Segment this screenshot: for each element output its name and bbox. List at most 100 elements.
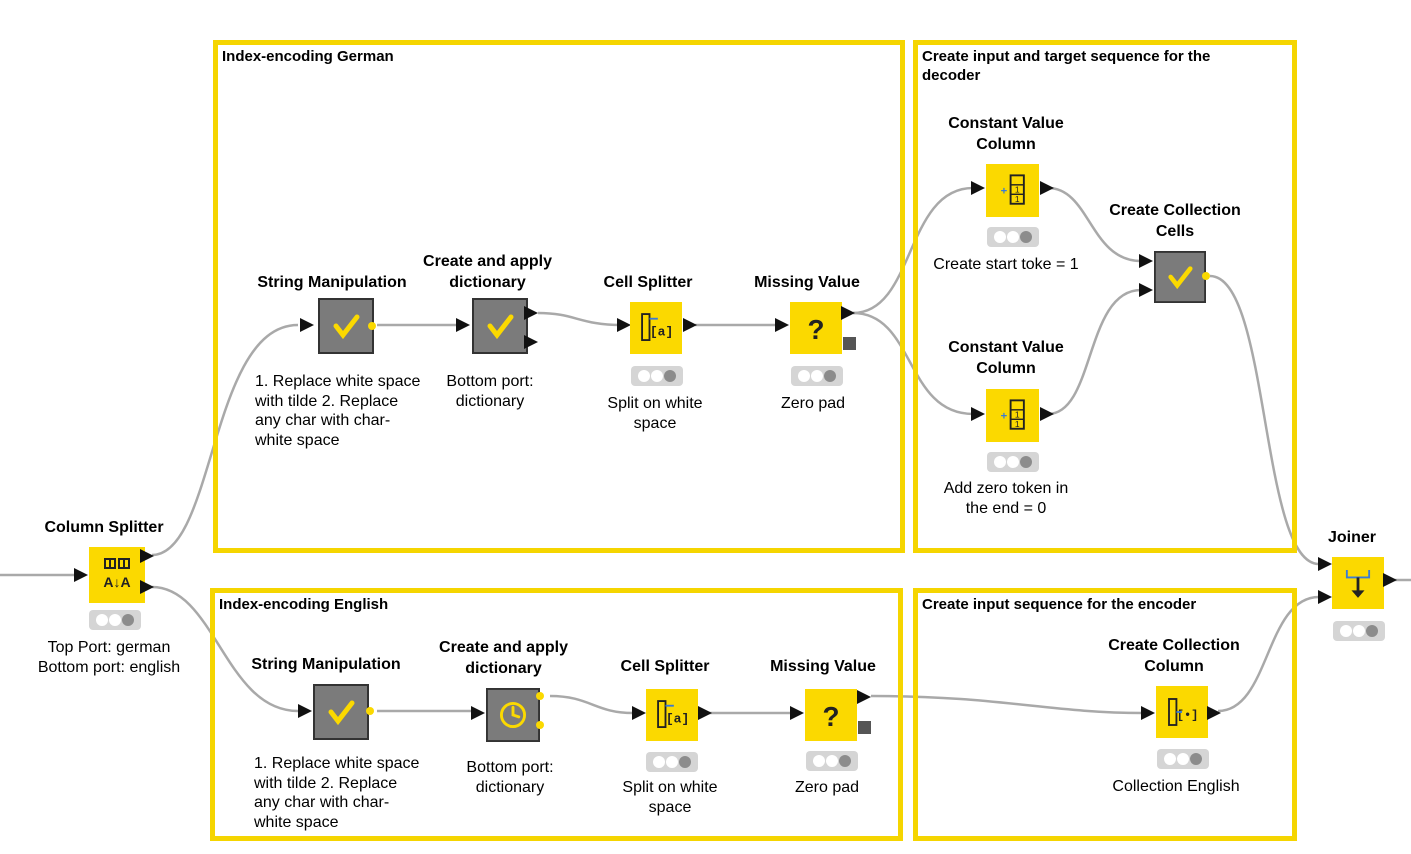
status-traffic-light bbox=[1333, 621, 1385, 641]
checkmark-icon[interactable] bbox=[313, 684, 369, 740]
checkmark-icon[interactable] bbox=[472, 298, 528, 354]
input-port[interactable] bbox=[971, 181, 985, 195]
annotation-title: Index-encoding German bbox=[222, 48, 394, 65]
input-port[interactable] bbox=[456, 318, 470, 332]
svg-text:[a]: [a] bbox=[666, 711, 689, 726]
svg-text:?: ? bbox=[822, 701, 839, 732]
annotation-decoder: Create input and target sequence for the… bbox=[913, 40, 1297, 553]
connection-collection-to-joiner bbox=[1209, 274, 1320, 566]
output-port[interactable] bbox=[365, 706, 375, 716]
constant-column-icon[interactable]: 1 1 + bbox=[986, 389, 1039, 442]
output-port[interactable] bbox=[535, 691, 545, 701]
node-label-collection-column: Collection English bbox=[1112, 778, 1240, 795]
output-port[interactable] bbox=[535, 720, 545, 730]
node-title-dictionary-de: Create and apply dictionary bbox=[423, 253, 552, 291]
output-port[interactable] bbox=[524, 306, 538, 320]
node-label-column-splitter: Top Port: german Bottom port: english bbox=[37, 639, 181, 676]
input-port[interactable] bbox=[1318, 590, 1332, 604]
svg-text:A↓A: A↓A bbox=[103, 574, 130, 590]
status-traffic-light bbox=[646, 752, 698, 772]
svg-text:?: ? bbox=[807, 314, 824, 345]
svg-text:[a]: [a] bbox=[650, 324, 673, 339]
status-traffic-light bbox=[987, 452, 1039, 472]
status-traffic-light bbox=[1157, 749, 1209, 769]
status-traffic-light bbox=[89, 610, 141, 630]
clock-icon[interactable] bbox=[486, 688, 540, 742]
node-label-string-manipulation-de: 1. Replace white space with tilde 2. Rep… bbox=[255, 373, 421, 449]
svg-text:+: + bbox=[1001, 410, 1008, 422]
checkmark-icon[interactable] bbox=[1154, 251, 1206, 303]
node-label-missing-value-de: Zero pad bbox=[780, 395, 846, 412]
connection-missing-de-to-const-zero bbox=[852, 311, 974, 416]
node-title-column-splitter: Column Splitter bbox=[44, 519, 164, 536]
input-port[interactable] bbox=[617, 318, 631, 332]
model-port[interactable] bbox=[843, 337, 856, 350]
question-mark-icon[interactable]: ? bbox=[805, 689, 857, 741]
node-label-cell-splitter-en: Split on white space bbox=[622, 779, 718, 816]
annotation-german: Index-encoding German bbox=[213, 40, 905, 553]
node-title-joiner: Joiner bbox=[1327, 529, 1376, 546]
input-port[interactable] bbox=[74, 568, 88, 582]
input-port[interactable] bbox=[300, 318, 314, 332]
input-port[interactable] bbox=[471, 706, 485, 720]
svg-text:1: 1 bbox=[1015, 419, 1020, 429]
output-port[interactable] bbox=[140, 549, 154, 563]
input-port[interactable] bbox=[1318, 557, 1332, 571]
output-port[interactable] bbox=[524, 335, 538, 349]
annotation-encoder: Create input sequence for the encoder bbox=[913, 588, 1297, 841]
checkmark-icon[interactable] bbox=[318, 298, 374, 354]
connection-const-start-to-collection bbox=[1047, 186, 1142, 263]
node-label-constant-start: Create start toke = 1 bbox=[933, 256, 1079, 273]
input-port[interactable] bbox=[971, 407, 985, 421]
svg-text:1: 1 bbox=[1015, 194, 1020, 204]
output-port[interactable] bbox=[698, 706, 712, 720]
input-port[interactable] bbox=[1139, 283, 1153, 297]
output-port[interactable] bbox=[1201, 271, 1211, 281]
node-label-cell-splitter-de: Split on white space bbox=[607, 395, 703, 432]
collection-column-icon[interactable]: [•] bbox=[1156, 686, 1208, 738]
node-label-string-manipulation-en: 1. Replace white space with tilde 2. Rep… bbox=[254, 755, 420, 831]
input-port[interactable] bbox=[632, 706, 646, 720]
input-port[interactable] bbox=[1141, 706, 1155, 720]
constant-column-icon[interactable]: 1 1 + bbox=[986, 164, 1039, 217]
node-title-missing-value-en: Missing Value bbox=[770, 658, 876, 675]
svg-text:1: 1 bbox=[1015, 184, 1020, 194]
question-mark-icon[interactable]: ? bbox=[790, 302, 842, 354]
input-port[interactable] bbox=[298, 704, 312, 718]
svg-text:[•]: [•] bbox=[1177, 709, 1199, 723]
output-port[interactable] bbox=[1040, 407, 1054, 421]
node-title-cell-splitter-de: Cell Splitter bbox=[603, 274, 693, 291]
output-port[interactable] bbox=[140, 580, 154, 594]
node-title-constant-start: Constant Value Column bbox=[948, 115, 1064, 153]
output-port[interactable] bbox=[1383, 573, 1397, 587]
model-port[interactable] bbox=[858, 721, 871, 734]
status-traffic-light bbox=[987, 227, 1039, 247]
output-port[interactable] bbox=[1207, 706, 1221, 720]
connection-splitter-to-stringmanip-en bbox=[151, 585, 299, 713]
output-port[interactable] bbox=[841, 306, 855, 320]
status-traffic-light bbox=[791, 366, 843, 386]
node-title-collection-cells: Create Collection Cells bbox=[1109, 202, 1241, 240]
input-port[interactable] bbox=[1139, 254, 1153, 268]
status-traffic-light bbox=[806, 751, 858, 771]
node-title-string-manipulation-de: String Manipulation bbox=[257, 274, 407, 291]
connection-const-zero-to-collection bbox=[1047, 288, 1142, 416]
output-port[interactable] bbox=[1040, 181, 1054, 195]
cell-splitter-icon[interactable]: [a] bbox=[630, 302, 682, 354]
output-port[interactable] bbox=[857, 690, 871, 704]
node-title-dictionary-en: Create and apply dictionary bbox=[439, 639, 568, 677]
input-port[interactable] bbox=[790, 706, 804, 720]
joiner-icon[interactable] bbox=[1332, 557, 1384, 609]
connection-missing-de-to-const-start bbox=[852, 186, 974, 315]
svg-text:1: 1 bbox=[1015, 409, 1020, 419]
output-port[interactable] bbox=[367, 321, 377, 331]
input-port[interactable] bbox=[775, 318, 789, 332]
cell-splitter-icon[interactable]: [a] bbox=[646, 689, 698, 741]
connection-dict-en-to-cellsplit-en bbox=[549, 694, 634, 715]
output-port[interactable] bbox=[683, 318, 697, 332]
column-splitter-icon[interactable]: A↓A bbox=[89, 547, 145, 603]
node-title-constant-zero: Constant Value Column bbox=[948, 339, 1064, 377]
annotation-title: Create input and target sequence for the… bbox=[922, 48, 1211, 84]
